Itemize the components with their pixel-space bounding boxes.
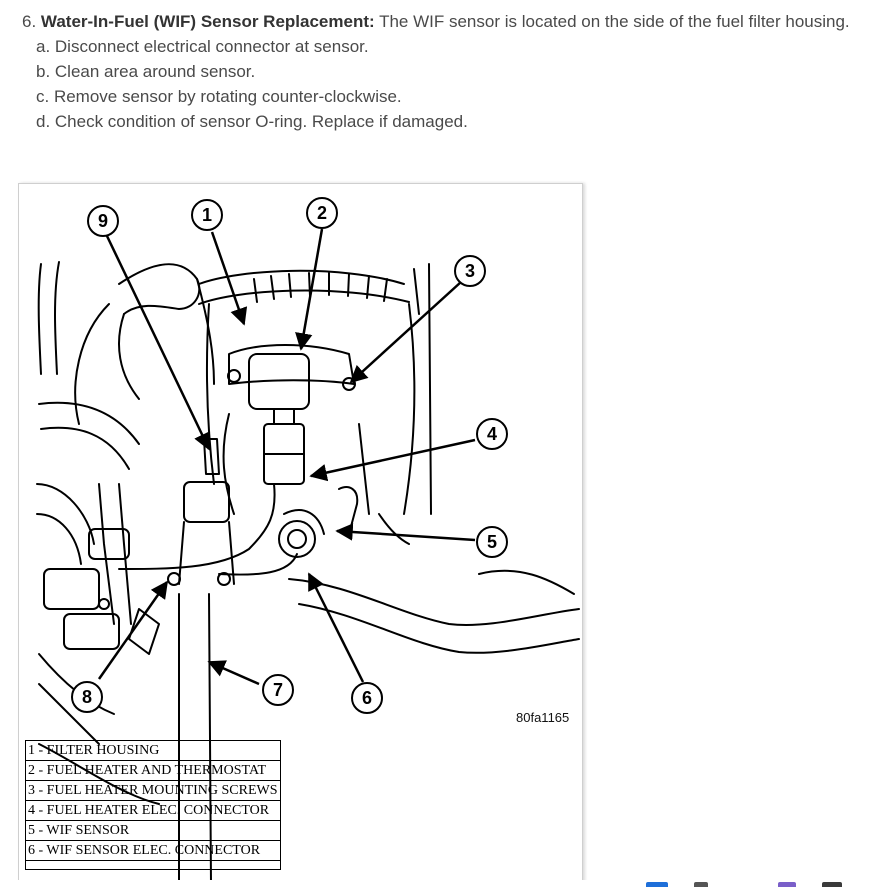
callout-1-label: 1 <box>202 205 212 225</box>
legend-item-6: 6 - WIF SENSOR ELEC. CONNECTOR <box>25 840 281 861</box>
legend-item-2: 2 - FUEL HEATER AND THERMOSTAT <box>25 760 281 781</box>
step-number: 6. <box>22 12 37 31</box>
taskbar-windows-icon[interactable] <box>646 882 668 887</box>
leader-arrows <box>97 228 476 686</box>
substep-a: a. Disconnect electrical connector at se… <box>36 37 369 56</box>
callout-9: 9 <box>87 205 119 237</box>
callout-7-label: 7 <box>273 680 283 700</box>
legend-row: 3 - FUEL HEATER MOUNTING SCREWS <box>25 780 281 801</box>
wif-sensor-diagram: 9 1 2 3 4 5 6 7 8 80fa1165 1 - FILTER HO… <box>18 183 583 887</box>
callout-4-label: 4 <box>487 424 497 444</box>
legend-row: 5 - WIF SENSOR <box>25 820 281 841</box>
taskbar-folder-icon[interactable] <box>822 882 842 887</box>
callout-8-label: 8 <box>82 687 92 707</box>
legend-row: 1 - FILTER HOUSING <box>25 740 281 761</box>
callout-2: 2 <box>306 197 338 229</box>
legend-item-4: 4 - FUEL HEATER ELEC. CONNECTOR <box>25 800 281 821</box>
callout-5: 5 <box>476 526 508 558</box>
callout-6: 6 <box>351 682 383 714</box>
callout-9-label: 9 <box>98 211 108 231</box>
legend-row: 4 - FUEL HEATER ELEC. CONNECTOR <box>25 800 281 821</box>
callout-1: 1 <box>191 199 223 231</box>
callout-3: 3 <box>454 255 486 287</box>
callout-2-label: 2 <box>317 203 327 223</box>
callout-5-label: 5 <box>487 532 497 552</box>
callout-4: 4 <box>476 418 508 450</box>
callout-markers: 9 1 2 3 4 5 6 7 8 <box>71 197 508 714</box>
taskbar-app-icon[interactable] <box>778 882 796 887</box>
taskbar-search-icon[interactable] <box>694 882 708 887</box>
callout-6-label: 6 <box>362 688 372 708</box>
step-title: Water-In-Fuel (WIF) Sensor Replacement: <box>40 12 375 31</box>
legend-item-3: 3 - FUEL HEATER MOUNTING SCREWS <box>25 780 281 801</box>
legend-table: 1 - FILTER HOUSING 2 - FUEL HEATER AND T… <box>25 740 281 870</box>
substep-d: d. Check condition of sensor O-ring. Rep… <box>36 112 468 131</box>
substep-b: b. Clean area around sensor. <box>36 62 256 81</box>
taskbar-strip <box>0 880 872 887</box>
callout-3-label: 3 <box>465 261 475 281</box>
step-text: The WIF sensor is located on the side of… <box>379 12 850 31</box>
legend-row <box>25 860 281 870</box>
substep-c: c. Remove sensor by rotating counter-clo… <box>36 87 402 106</box>
legend-row: 2 - FUEL HEATER AND THERMOSTAT <box>25 760 281 781</box>
substep-list: a. Disconnect electrical connector at se… <box>36 34 468 134</box>
legend-item-1: 1 - FILTER HOUSING <box>25 740 281 761</box>
legend-item-5: 5 - WIF SENSOR <box>25 820 281 841</box>
legend-row: 6 - WIF SENSOR ELEC. CONNECTOR <box>25 840 281 861</box>
callout-8: 8 <box>71 681 103 713</box>
legend-item-cut <box>25 860 281 870</box>
figure-code: 80fa1165 <box>516 710 570 725</box>
step-6: 6. Water-In-Fuel (WIF) Sensor Replacemen… <box>22 10 850 34</box>
callout-7: 7 <box>262 674 294 706</box>
